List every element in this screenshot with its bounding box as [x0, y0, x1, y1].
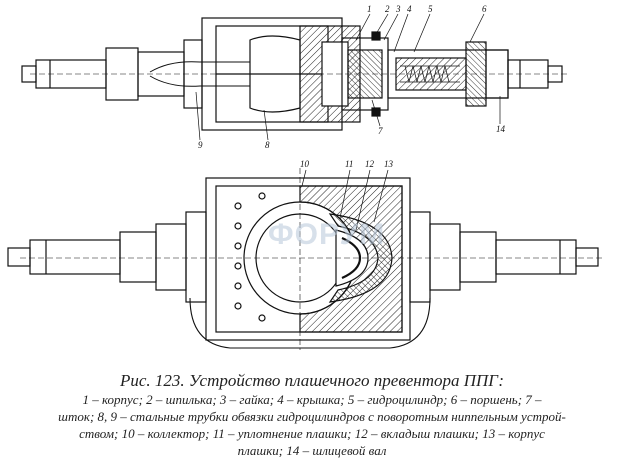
legend-line: плашки; 14 – шлицевой вал: [237, 443, 387, 458]
callout-5: 5: [428, 4, 433, 14]
callout-9: 9: [198, 140, 203, 150]
watermark: ФОРУМ: [268, 218, 386, 251]
legend-line: ством; 10 – коллектор; 11 – уплотнение п…: [79, 426, 545, 441]
callout-10: 10: [300, 159, 310, 169]
preventer-drawing: 1 2 3 4 5 6 7 8 9 14: [7, 4, 604, 350]
figure-title: Рис. 123. Устройство плашечного превенто…: [119, 371, 505, 390]
callout-14: 14: [496, 124, 506, 134]
callout-8: 8: [265, 140, 270, 150]
legend-line: 1 – корпус; 2 – шпилька; 3 – гайка; 4 – …: [82, 392, 542, 407]
callout-7: 7: [378, 126, 383, 136]
callout-4: 4: [407, 4, 412, 14]
callout-2: 2: [385, 4, 390, 14]
top-view: [21, 17, 570, 131]
callout-6: 6: [482, 4, 487, 14]
legend-line: шток; 8, 9 – стальные трубки обвязки гид…: [58, 409, 566, 424]
callout-11: 11: [345, 159, 353, 169]
bottom-view: [7, 168, 604, 350]
callout-13: 13: [384, 159, 394, 169]
figure-caption: Рис. 123. Устройство плашечного превенто…: [0, 371, 624, 459]
figure-legend: 1 – корпус; 2 – шпилька; 3 – гайка; 4 – …: [0, 391, 624, 459]
callout-3: 3: [395, 4, 401, 14]
bottom-callouts: [301, 169, 389, 231]
callout-1: 1: [367, 4, 372, 14]
top-callouts: [195, 13, 501, 141]
callout-12: 12: [365, 159, 375, 169]
